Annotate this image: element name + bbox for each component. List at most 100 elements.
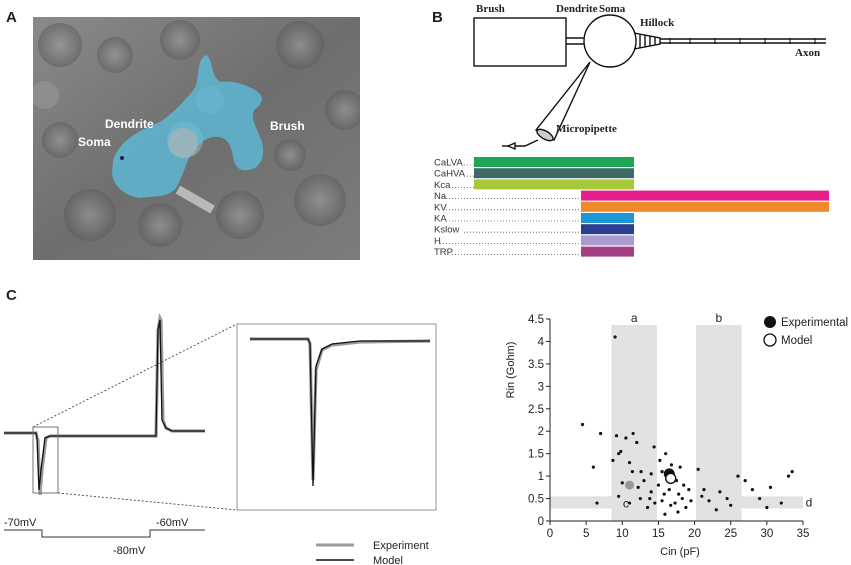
data-point xyxy=(599,431,603,436)
data-point xyxy=(662,492,666,496)
x-tick-label: 30 xyxy=(760,528,773,540)
data-point xyxy=(684,505,688,510)
channel-label-ka: KA xyxy=(434,214,447,225)
data-point xyxy=(631,431,635,436)
data-point xyxy=(718,490,722,494)
data-point xyxy=(729,503,733,507)
data-point xyxy=(696,467,700,471)
model-marker xyxy=(665,472,677,485)
data-point xyxy=(707,499,711,503)
x-tick-label: 10 xyxy=(616,528,629,540)
data-point xyxy=(677,492,681,496)
channel-label-h: H xyxy=(434,236,441,247)
data-point xyxy=(669,463,674,467)
data-point xyxy=(714,508,718,512)
data-point xyxy=(627,461,632,465)
y-tick-label: 4 xyxy=(538,336,545,348)
data-point xyxy=(676,510,680,514)
voltage-traces xyxy=(4,312,437,538)
x-tick-label: 35 xyxy=(797,528,810,540)
y-tick-label: 0.5 xyxy=(528,494,544,506)
model-label-dendrite: Dendrite xyxy=(556,3,598,15)
panel-label-b: B xyxy=(432,9,443,26)
data-point xyxy=(765,505,769,510)
x-tick-label: 20 xyxy=(688,528,701,540)
channel-bar-calva xyxy=(474,157,634,167)
protocol-label-release: -60mV xyxy=(156,517,189,529)
x-tick-label: 5 xyxy=(583,528,589,540)
scatter-xlabel: Cin (pF) xyxy=(660,546,700,558)
data-point xyxy=(678,465,682,469)
data-point xyxy=(642,479,646,483)
legend-marker-model xyxy=(763,333,777,347)
data-point xyxy=(614,434,619,438)
channel-label-na: Na xyxy=(434,191,447,202)
data-point xyxy=(645,505,650,510)
channel-label-kv: KV xyxy=(434,202,447,213)
data-point xyxy=(638,496,642,501)
panel-label-c: C xyxy=(6,287,17,304)
data-point xyxy=(658,458,662,462)
band-d xyxy=(741,496,803,509)
legend-marker-experimental xyxy=(764,316,776,328)
channel-bar-kca xyxy=(474,179,634,190)
channel-bar-trp xyxy=(581,246,634,257)
data-point xyxy=(613,335,617,339)
data-point xyxy=(743,479,747,483)
data-point xyxy=(627,501,632,505)
micrograph-label-dendrite: Dendrite xyxy=(105,117,154,131)
data-point xyxy=(639,470,643,474)
channel-label-cahva: CaHVA xyxy=(434,169,466,180)
micrograph: Dendrite Soma Brush xyxy=(33,17,360,260)
data-point xyxy=(702,487,706,492)
data-point xyxy=(595,501,599,505)
data-point xyxy=(653,501,657,505)
data-point xyxy=(660,470,664,474)
band-label-b: b xyxy=(715,311,722,325)
x-tick-label: 0 xyxy=(547,528,553,540)
soma-compartment xyxy=(583,14,637,68)
micrograph-label-brush: Brush xyxy=(270,119,305,133)
data-point xyxy=(682,483,686,487)
data-point xyxy=(680,496,684,501)
data-point xyxy=(649,472,653,476)
y-tick-label: 3 xyxy=(538,381,544,393)
y-tick-label: 2 xyxy=(538,426,544,438)
trace-legend: Experiment Model xyxy=(316,540,429,565)
channel-label-kca: Kca xyxy=(434,180,451,191)
data-point xyxy=(624,436,628,440)
protocol-label-hold: -70mV xyxy=(4,517,37,529)
y-tick-label: 1 xyxy=(538,471,544,483)
data-point xyxy=(725,496,729,501)
band-a xyxy=(611,325,657,521)
data-point xyxy=(786,474,791,478)
protocol-label-step: -80mV xyxy=(113,545,146,557)
data-point xyxy=(758,496,762,501)
zoom-inset xyxy=(236,323,437,511)
y-tick-label: 0 xyxy=(538,516,544,528)
data-point xyxy=(649,490,653,494)
data-point xyxy=(648,496,652,501)
data-point xyxy=(779,501,783,505)
hillock-compartment xyxy=(633,32,661,50)
data-point xyxy=(687,487,691,492)
channel-label-kslow: Kslow xyxy=(434,225,459,236)
data-point xyxy=(669,503,673,507)
y-tick-label: 4.5 xyxy=(528,314,544,326)
model-label-axon: Axon xyxy=(795,47,820,59)
data-point xyxy=(700,494,704,498)
data-point xyxy=(580,422,585,427)
band-c xyxy=(550,496,612,509)
model-label-hillock: Hillock xyxy=(640,17,675,29)
data-point xyxy=(736,474,740,478)
channel-label-trp: TRP xyxy=(434,247,453,258)
panel-label-a: A xyxy=(6,9,17,26)
x-tick-label: 25 xyxy=(724,528,737,540)
data-point xyxy=(652,445,656,449)
band-label-d: d xyxy=(806,495,813,509)
legend-label-model: Model xyxy=(781,335,812,347)
data-point xyxy=(689,499,693,503)
channel-bar-kslow xyxy=(581,224,634,235)
